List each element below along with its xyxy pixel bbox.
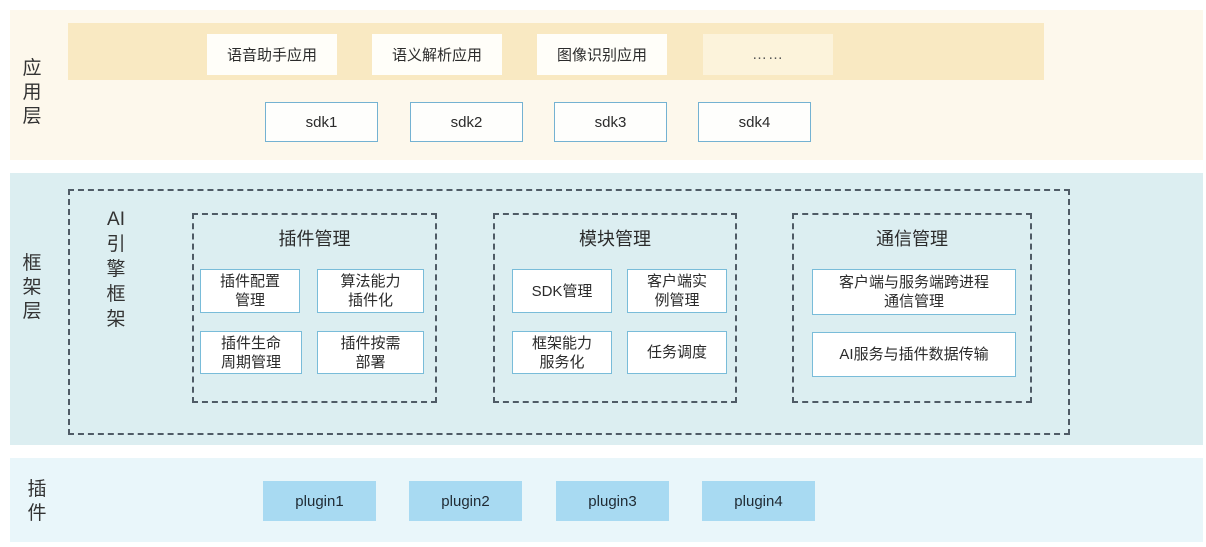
sdk2-box: sdk2	[410, 102, 523, 142]
group-module-management-title: 模块管理	[579, 229, 651, 249]
ai-engine-framework-label: AI 引 擎 框 架	[106, 209, 126, 330]
plugin2-box: plugin2	[409, 481, 522, 521]
cap-task-scheduling: 任务调度	[627, 331, 727, 374]
framework-layer-label: 框 架 层	[22, 253, 42, 322]
app-box-semantic-parsing: 语义解析应用	[372, 34, 502, 75]
cap-sdk-management: SDK管理	[512, 269, 612, 313]
cap-framework-capability-service: 框架能力 服务化	[512, 331, 612, 374]
plugin1-box: plugin1	[263, 481, 376, 521]
cap-plugin-config-management: 插件配置 管理	[200, 269, 300, 313]
cap-client-instance-management: 客户端实 例管理	[627, 269, 727, 313]
cap-algorithm-pluginization: 算法能力 插件化	[317, 269, 424, 313]
group-communication-management-title: 通信管理	[876, 229, 948, 249]
ai-engine-framework-border	[68, 189, 1070, 435]
application-layer-label: 应 用 层	[22, 58, 42, 127]
app-box-voice-assistant: 语音助手应用	[207, 34, 337, 75]
cap-ai-service-plugin-data-transfer: AI服务与插件数据传输	[812, 332, 1016, 377]
sdk1-box: sdk1	[265, 102, 378, 142]
cap-plugin-on-demand-deploy: 插件按需 部署	[317, 331, 424, 374]
group-module-management: 模块管理	[493, 213, 737, 403]
cap-plugin-lifecycle-management: 插件生命 周期管理	[200, 331, 302, 374]
cap-client-server-ipc-management: 客户端与服务端跨进程 通信管理	[812, 269, 1016, 315]
app-box-ellipsis: ……	[703, 34, 833, 75]
group-plugin-management: 插件管理	[192, 213, 437, 403]
plugin-layer-label: 插 件	[27, 479, 47, 524]
group-communication-management: 通信管理	[792, 213, 1032, 403]
app-box-image-recognition: 图像识别应用	[537, 34, 667, 75]
plugin4-box: plugin4	[702, 481, 815, 521]
sdk4-box: sdk4	[698, 102, 811, 142]
sdk3-box: sdk3	[554, 102, 667, 142]
plugin3-box: plugin3	[556, 481, 669, 521]
group-plugin-management-title: 插件管理	[278, 229, 351, 249]
